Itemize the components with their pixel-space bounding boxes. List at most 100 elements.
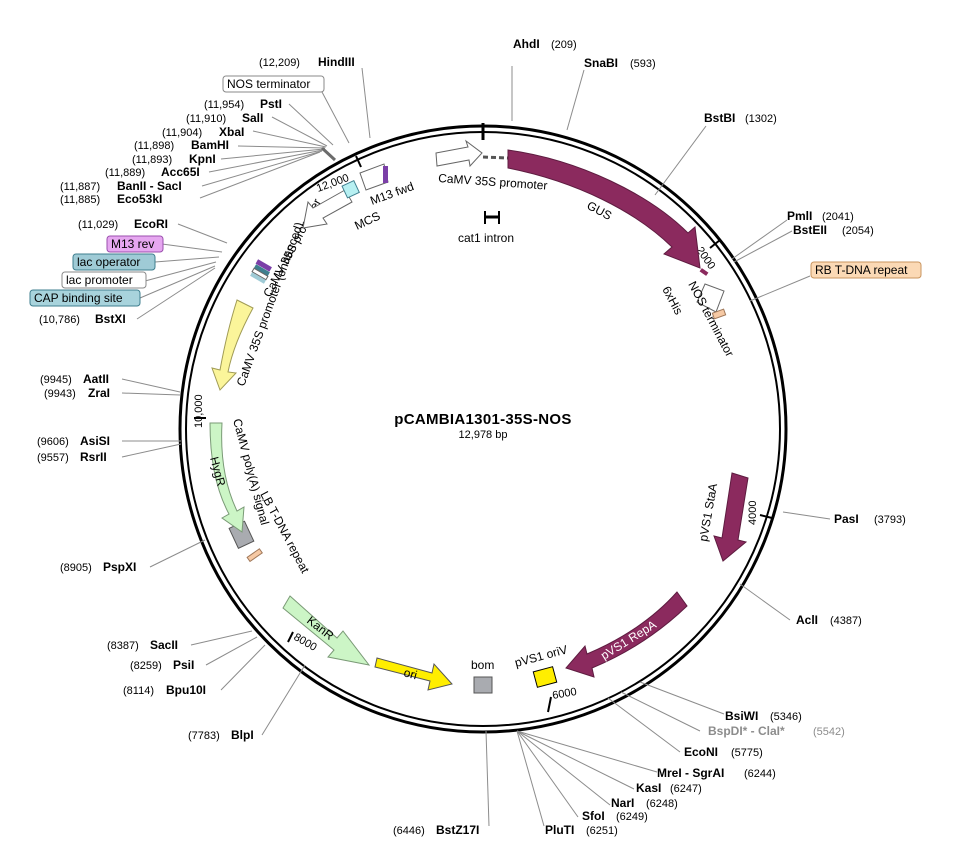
enzyme-sfoi[interactable]: SfoI: [582, 809, 605, 823]
tick-8000: [287, 631, 294, 643]
m13-rev-box[interactable]: [106, 235, 164, 253]
enzyme-rsrii-pos: (9557): [37, 452, 69, 464]
enzyme-bsteii[interactable]: BstEII: [793, 223, 827, 237]
enzyme-pluti-pos: (6251): [586, 825, 618, 837]
lb-tdna-mark[interactable]: [246, 548, 263, 563]
rb-tdna-box[interactable]: [810, 261, 922, 279]
enzyme-bstz17i-pos: (6446): [393, 825, 425, 837]
camv35s-promoter-top-arrow[interactable]: [435, 139, 483, 168]
enzyme-zrai[interactable]: ZraI: [88, 386, 110, 400]
enzyme-acli[interactable]: AclI: [796, 613, 818, 627]
enzyme-bstbi[interactable]: BstBI: [704, 111, 735, 125]
lac-promoter-mark[interactable]: [251, 267, 269, 281]
nos-terminator-left-label: NOS terminator: [227, 77, 310, 91]
enzyme-pluti[interactable]: PluTI: [545, 823, 574, 837]
his6-mark[interactable]: [699, 268, 709, 276]
enzyme-blpi-pos: (7783): [188, 730, 220, 742]
camv35s-enhanced-arrow[interactable]: [211, 299, 254, 391]
enzyme-bstxi[interactable]: BstXI: [95, 312, 126, 326]
kanr-arrow[interactable]: [282, 595, 371, 666]
leader-bpu10i: [220, 644, 266, 691]
enzyme-xbai[interactable]: XbaI: [219, 125, 244, 139]
enzyme-banii-saci[interactable]: BanII - SacI: [117, 179, 182, 193]
leader-sali: [271, 116, 328, 147]
enzyme-eco53ki[interactable]: Eco53kI: [117, 192, 162, 206]
mcs-label: MCS: [352, 209, 382, 233]
lac-operator-mark[interactable]: [253, 264, 270, 277]
enzyme-banii-saci-pos: (11,887): [60, 181, 100, 193]
pvs1-repa-arrow[interactable]: [565, 591, 688, 678]
pvs1-repa-label: pVS1 RepA: [598, 617, 659, 662]
leader-lacop: [154, 256, 220, 263]
enzyme-kasi[interactable]: KasI: [636, 781, 661, 795]
enzyme-bstxi-pos: (10,786): [39, 314, 80, 326]
enzyme-sacii-pos: (8387): [107, 640, 139, 652]
gus-arrow[interactable]: [507, 149, 701, 269]
enzyme-psii[interactable]: PsiI: [173, 658, 194, 672]
lac-promoter-box[interactable]: [61, 271, 147, 289]
lac-promoter-label: lac promoter: [66, 273, 133, 287]
pvs1-oriv-box[interactable]: [532, 666, 558, 688]
leader-xbai: [252, 130, 327, 148]
enzyme-zrai-pos: (9943): [44, 388, 76, 400]
enzyme-hindiii[interactable]: HindIII: [318, 55, 355, 69]
tick-4000: [759, 514, 773, 519]
enzyme-econi[interactable]: EcoNI: [684, 745, 718, 759]
enzyme-bspdi-clai[interactable]: BspDI* - ClaI*: [708, 724, 785, 738]
m13-rev-mark[interactable]: [255, 259, 272, 272]
enzyme-pmli[interactable]: PmlI: [787, 209, 812, 223]
hygr-label: HygR: [207, 455, 228, 488]
enzyme-mrei-sgrai[interactable]: MreI - SgrAI: [657, 766, 724, 780]
bom-box[interactable]: [473, 676, 493, 694]
enzyme-bsiwi-pos: (5346): [770, 711, 802, 723]
enzyme-ahdi[interactable]: AhdI: [513, 37, 540, 51]
enzyme-sacii[interactable]: SacII: [150, 638, 178, 652]
cap-binding-mark[interactable]: [250, 272, 266, 284]
lac-operator-box[interactable]: [72, 253, 156, 271]
camv35s-promoter-left-arrow[interactable]: [302, 189, 353, 229]
enzyme-sfoi-pos: (6249): [616, 811, 648, 823]
pvs1-staa-label: pVS1 StaA: [696, 482, 720, 542]
leader-lacprom: [144, 261, 217, 282]
plasmid-name: pCAMBIA1301-35S-NOS: [394, 411, 571, 428]
enzyme-bpu10i[interactable]: Bpu10I: [166, 683, 206, 697]
enzyme-snabi[interactable]: SnaBI: [584, 56, 618, 70]
leader-snabi: [566, 69, 585, 131]
leader-acli: [739, 583, 791, 621]
enzyme-rsrii[interactable]: RsrII: [80, 450, 107, 464]
mcs-box[interactable]: [341, 179, 360, 199]
enzyme-nari[interactable]: NarI: [611, 796, 634, 810]
enzyme-kpni[interactable]: KpnI: [189, 152, 216, 166]
enzyme-sali[interactable]: SalI: [242, 111, 263, 125]
leader-bstbi: [654, 125, 707, 196]
ori-arrow[interactable]: [374, 657, 453, 691]
enzyme-bamhi[interactable]: BamHI: [191, 138, 229, 152]
enzyme-blpi[interactable]: BlpI: [231, 728, 254, 742]
enzyme-asisi[interactable]: AsiSI: [80, 434, 110, 448]
rb-tdna-mark[interactable]: [711, 308, 727, 320]
leader-bundle: [320, 146, 337, 162]
enzyme-bamhi-pos: (11,898): [134, 140, 174, 152]
cap-binding-box[interactable]: [29, 289, 141, 307]
enzyme-acc65i[interactable]: Acc65I: [161, 165, 200, 179]
enzyme-xbai-pos: (11,904): [162, 127, 202, 139]
enzyme-pspxi[interactable]: PspXI: [103, 560, 136, 574]
enzyme-ecori[interactable]: EcoRI: [134, 217, 168, 231]
leader-bspdi: [620, 691, 701, 732]
leader-eco53ki: [199, 151, 321, 199]
leader-kasi: [516, 730, 635, 790]
cat1-intron-label: cat1 intron: [458, 231, 514, 245]
m13-fwd-mark[interactable]: [383, 166, 388, 183]
leader-nari: [516, 730, 611, 806]
enzyme-psti[interactable]: PstI: [260, 97, 282, 111]
enzyme-pasi[interactable]: PasI: [834, 512, 859, 526]
hygr-arrow[interactable]: [209, 422, 245, 533]
enzyme-bsiwi[interactable]: BsiWI: [725, 709, 758, 723]
enzyme-ahdi-pos: (209): [551, 39, 577, 51]
enzyme-bstz17i[interactable]: BstZ17I: [436, 823, 479, 837]
pvs1-staa-arrow[interactable]: [713, 472, 749, 562]
nos-terminator-left-box[interactable]: [222, 75, 325, 93]
lac-operator-label: lac operator: [77, 255, 140, 269]
leader-nos-term: [321, 91, 350, 144]
enzyme-aatii[interactable]: AatII: [83, 372, 109, 386]
